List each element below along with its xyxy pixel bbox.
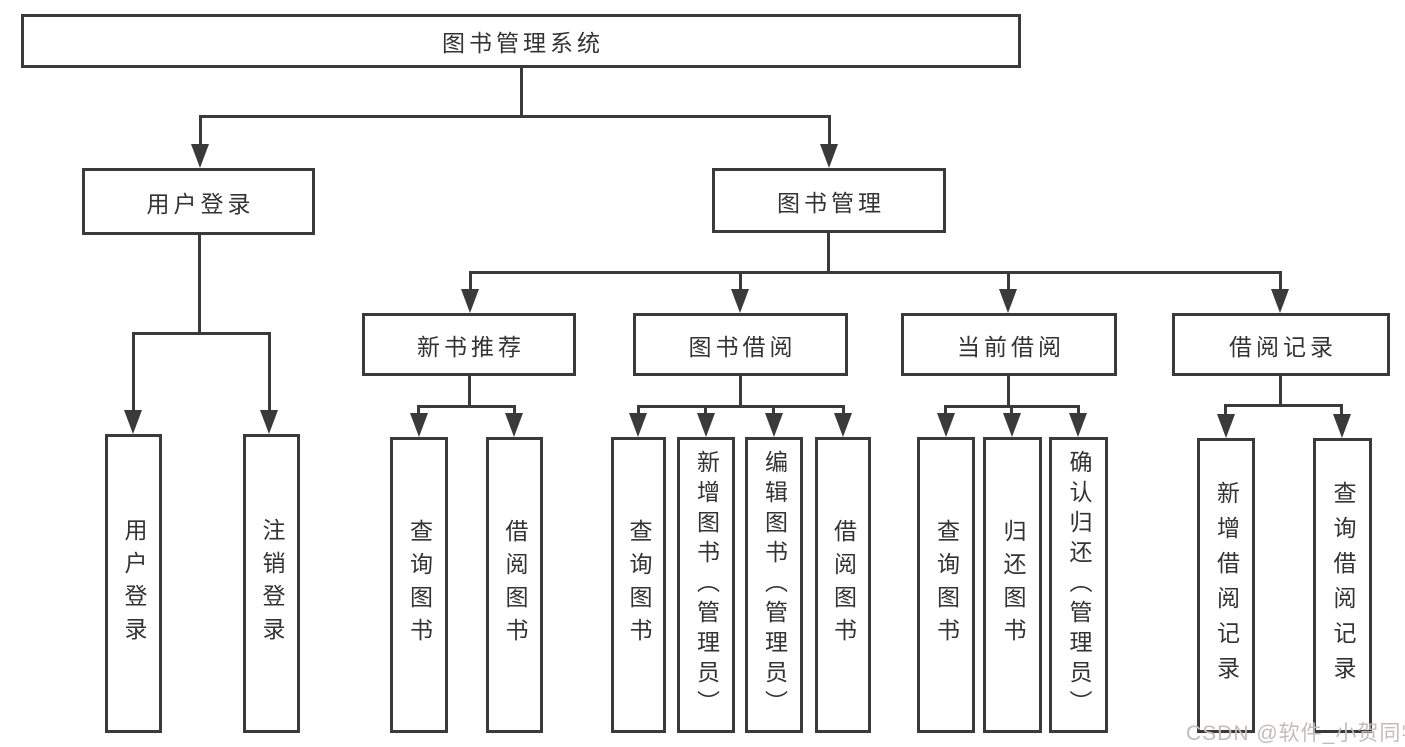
connector-line — [199, 115, 831, 118]
connector-line — [704, 405, 707, 417]
leaf-query-books-current-label: 查询图书 — [933, 519, 960, 651]
connector-line — [772, 405, 775, 417]
leaf-borrow-books-label: 借阅图书 — [830, 519, 857, 651]
connector-line — [842, 405, 845, 417]
leaf-add-borrow-record-label: 新增借阅记录 — [1213, 480, 1240, 691]
connector-line — [199, 115, 202, 147]
connector-line — [513, 405, 516, 417]
node-current-borrow-label: 当前借阅 — [957, 333, 1065, 360]
connector-line — [1007, 271, 1010, 291]
arrow-down-icon — [937, 413, 955, 437]
leaf-query-borrow-record: 查询借阅记录 — [1313, 438, 1372, 733]
connector-line — [944, 405, 947, 417]
connector-line — [1279, 271, 1282, 291]
node-book-borrow: 图书借阅 — [633, 313, 848, 376]
node-book-management: 图书管理 — [712, 168, 946, 233]
leaf-edit-book-admin-label: 编辑图书（管理员） — [761, 450, 788, 720]
arrow-down-icon — [1217, 414, 1235, 438]
arrow-down-icon — [629, 413, 647, 437]
leaf-query-books-borrow-label: 查询图书 — [626, 519, 652, 651]
leaf-borrow-books-recommend: 借阅图书 — [486, 437, 543, 733]
connector-line — [739, 271, 742, 291]
arrow-down-icon — [260, 410, 278, 434]
leaf-user-login-label: 用户登录 — [121, 517, 147, 650]
arrow-down-icon — [191, 144, 209, 168]
leaf-query-books-borrow: 查询图书 — [611, 437, 666, 733]
node-root-label: 图书管理系统 — [442, 30, 604, 56]
connector-line — [1077, 405, 1080, 417]
connector-line — [520, 68, 523, 118]
connector-line — [1224, 404, 1343, 407]
leaf-return-books: 归还图书 — [983, 437, 1042, 733]
node-book-management-label: 图书管理 — [777, 189, 885, 216]
node-book-borrow-label: 图书借阅 — [688, 333, 797, 360]
leaf-edit-book-admin: 编辑图书（管理员） — [745, 437, 803, 733]
connector-line — [469, 271, 472, 291]
leaf-logout-login: 注销登录 — [243, 434, 300, 733]
arrow-down-icon — [505, 413, 523, 437]
leaf-borrow-books: 借阅图书 — [815, 437, 871, 733]
node-user-login-label: 用户登录 — [146, 190, 255, 217]
arrow-down-icon — [999, 289, 1017, 313]
connector-line — [132, 332, 271, 335]
connector-line — [268, 332, 271, 412]
connector-line — [417, 405, 420, 417]
node-user-login: 用户登录 — [82, 168, 315, 235]
arrow-down-icon — [834, 413, 852, 437]
node-borrow-records-label: 借阅记录 — [1229, 333, 1337, 360]
leaf-query-books-current: 查询图书 — [917, 437, 975, 733]
arrow-down-icon — [820, 144, 838, 168]
arrow-down-icon — [1003, 413, 1021, 437]
connector-line — [469, 271, 1281, 274]
leaf-return-books-label: 归还图书 — [1000, 519, 1026, 651]
connector-line — [417, 405, 516, 408]
leaf-query-books-recommend-label: 查询图书 — [406, 519, 433, 651]
leaf-logout-login-label: 注销登录 — [259, 517, 285, 650]
arrow-down-icon — [697, 413, 715, 437]
connector-line — [637, 405, 640, 417]
arrow-down-icon — [765, 413, 783, 437]
arrow-down-icon — [1069, 413, 1087, 437]
connector-line — [468, 376, 471, 408]
connector-line — [828, 115, 831, 147]
leaf-add-borrow-record: 新增借阅记录 — [1197, 438, 1255, 733]
leaf-borrow-books-recommend-label: 借阅图书 — [502, 519, 528, 651]
connector-line — [1340, 404, 1343, 417]
leaf-confirm-return-admin: 确认归还（管理员） — [1049, 437, 1108, 733]
leaf-query-books-recommend: 查询图书 — [390, 437, 448, 733]
leaf-add-book-admin-label: 新增图书（管理员） — [693, 450, 720, 720]
leaf-user-login: 用户登录 — [105, 434, 162, 733]
connector-line — [827, 233, 830, 274]
connector-line — [1007, 376, 1010, 408]
leaf-add-book-admin: 新增图书（管理员） — [677, 437, 735, 733]
csdn-watermark: CSDN @软件_小贺同学 — [1186, 722, 1405, 745]
arrow-down-icon — [731, 289, 749, 313]
arrow-down-icon — [410, 413, 428, 437]
connector-line — [198, 234, 201, 334]
connector-line — [1279, 376, 1282, 407]
arrow-down-icon — [461, 289, 479, 313]
connector-line — [637, 405, 845, 408]
node-borrow-records: 借阅记录 — [1172, 313, 1390, 376]
node-new-book-recommend-label: 新书推荐 — [417, 333, 525, 360]
connector-line — [132, 332, 135, 412]
arrow-down-icon — [124, 410, 142, 434]
leaf-confirm-return-admin-label: 确认归还（管理员） — [1066, 450, 1092, 720]
node-new-book-recommend: 新书推荐 — [362, 313, 576, 376]
leaf-query-borrow-record-label: 查询借阅记录 — [1330, 480, 1356, 691]
connector-line — [1224, 404, 1227, 417]
node-current-borrow: 当前借阅 — [901, 313, 1117, 376]
connector-line — [739, 376, 742, 408]
connector-line — [1010, 405, 1013, 417]
node-root: 图书管理系统 — [21, 14, 1021, 68]
arrow-down-icon — [1333, 414, 1351, 438]
arrow-down-icon — [1271, 289, 1289, 313]
